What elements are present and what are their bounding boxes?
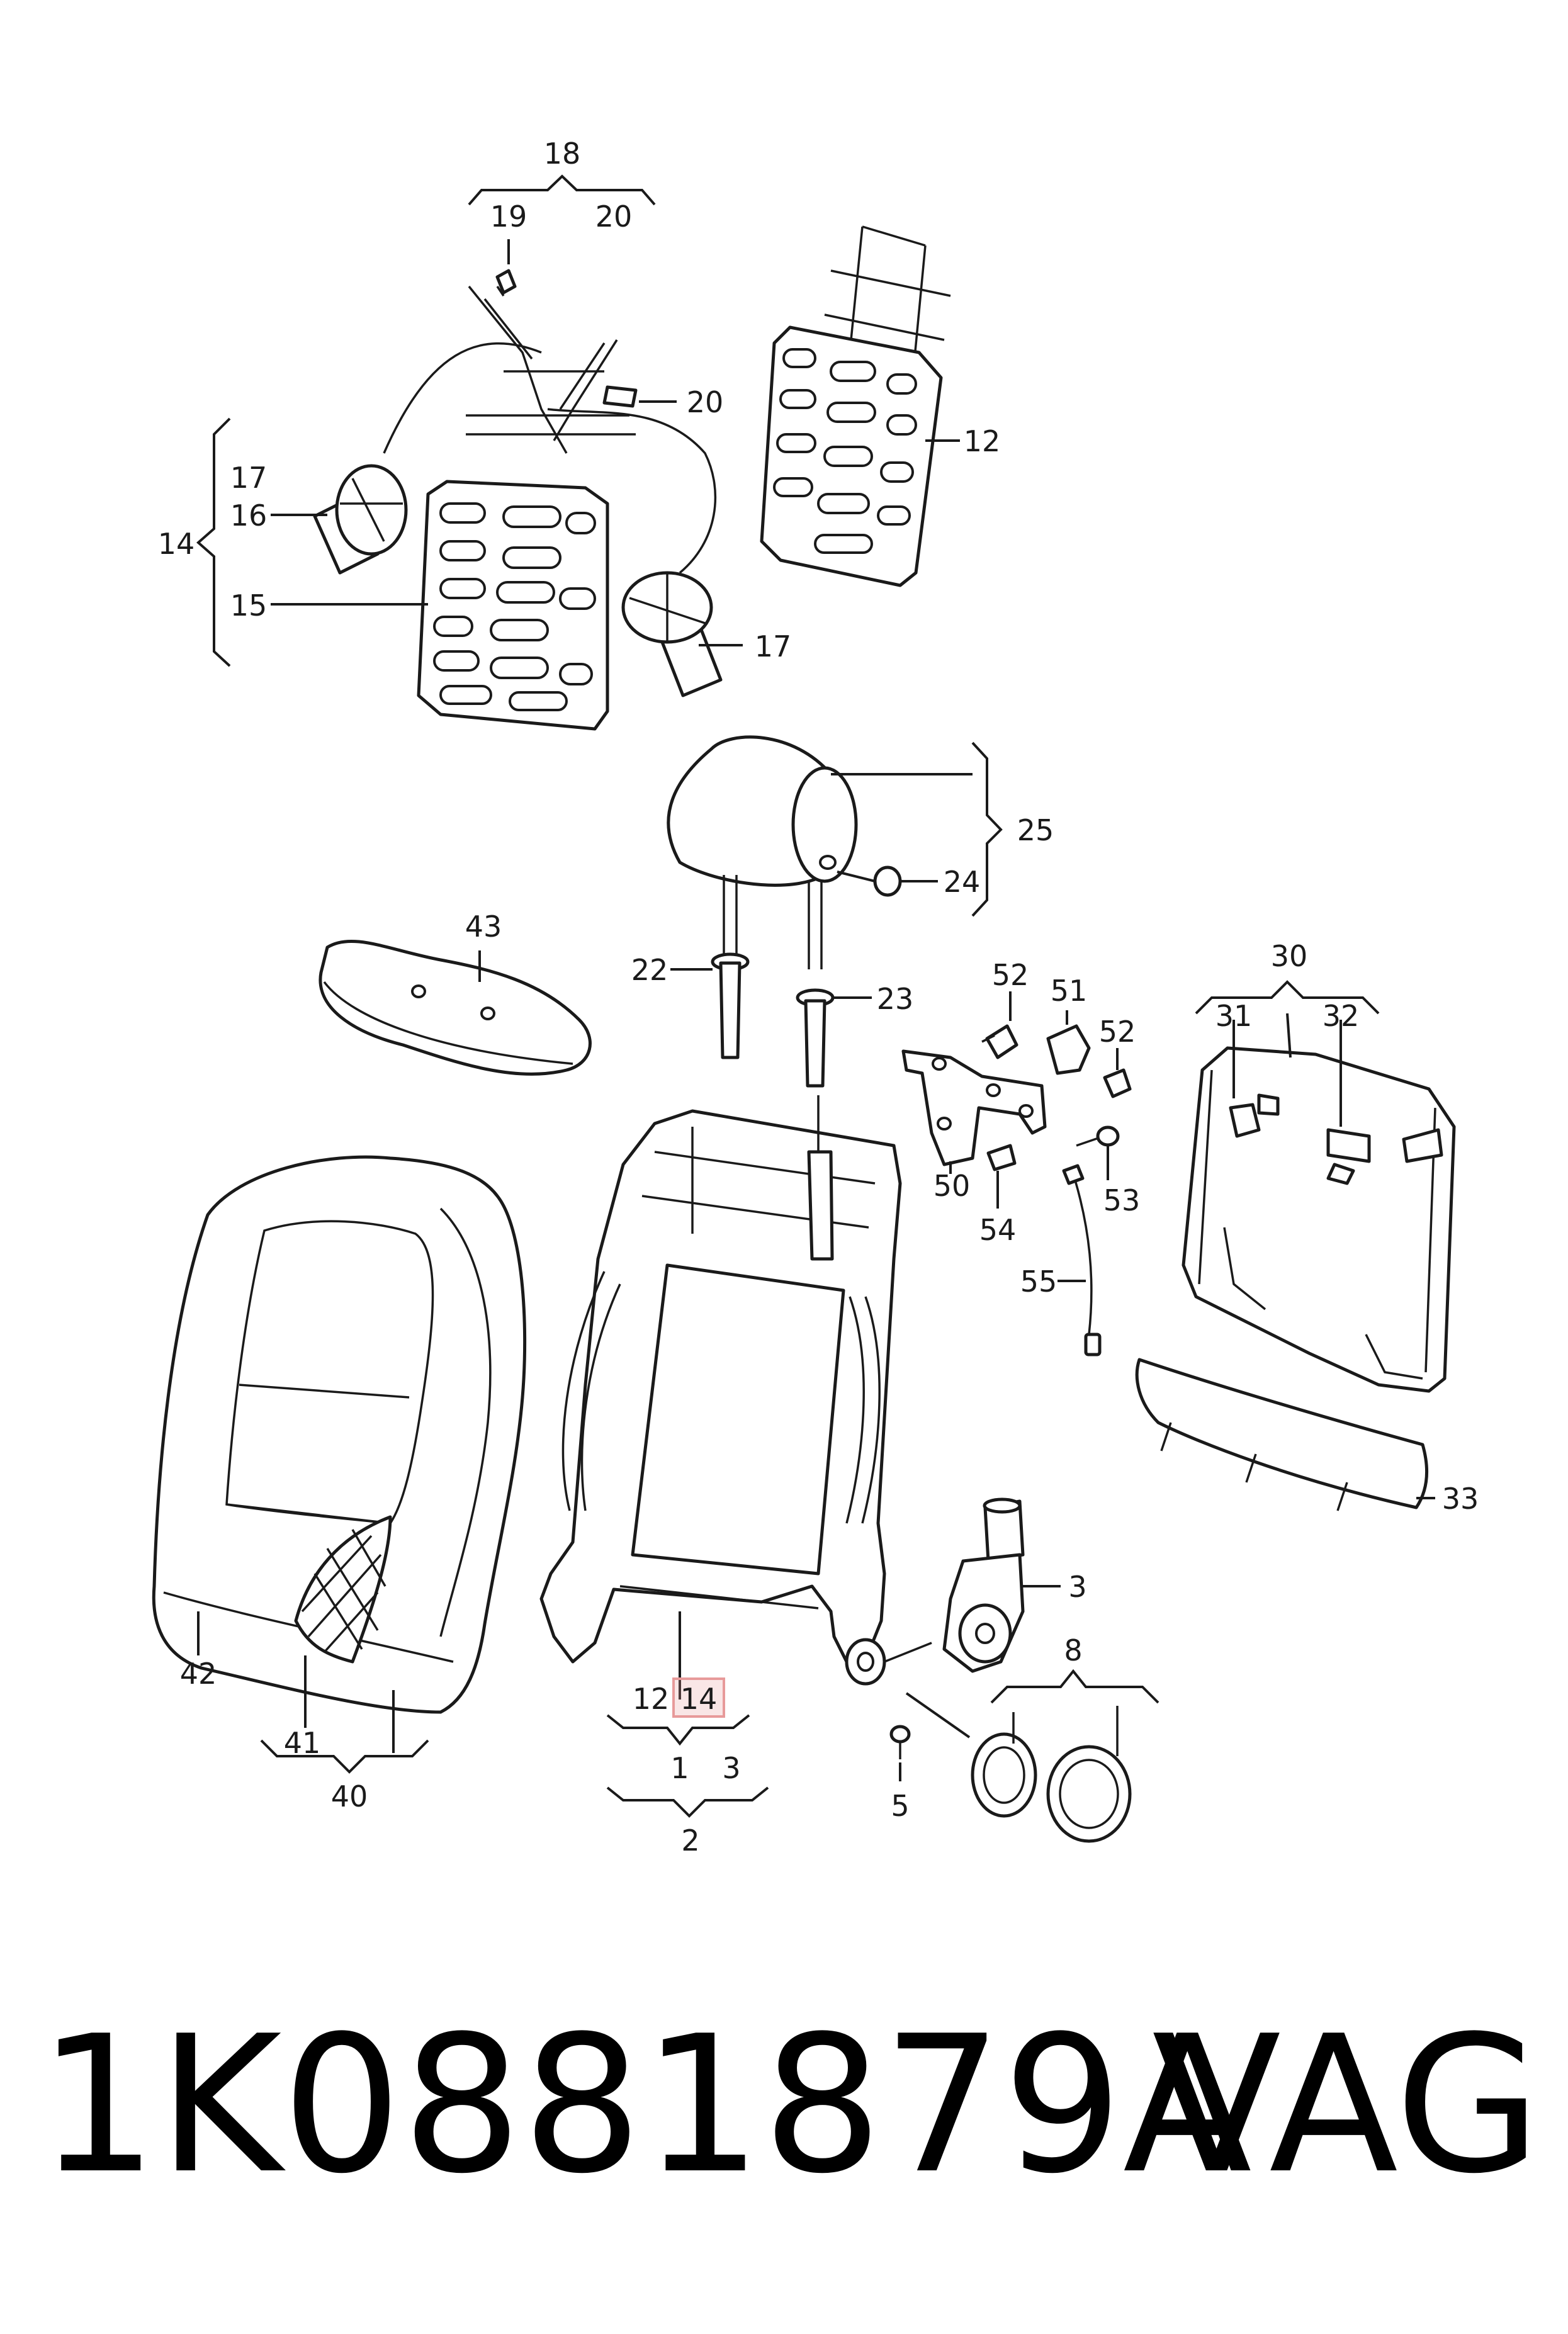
- callout-label: 52: [992, 958, 1029, 992]
- callout-label: 5: [891, 1789, 909, 1823]
- backrest-frame: [539, 1095, 971, 1818]
- callout-label: 12: [964, 424, 1001, 458]
- callout-label: 43: [465, 910, 502, 944]
- recliner-motor: [942, 1497, 1061, 1673]
- trim-strip: [1135, 1358, 1435, 1511]
- callout-label: 8: [1064, 1633, 1082, 1667]
- headrest-assembly: [667, 735, 1003, 969]
- callout-label: 25: [1017, 813, 1054, 847]
- callout-label: 40: [331, 1779, 368, 1813]
- footer: 1K0881879A VAG: [0, 2011, 1568, 2275]
- callout-label: 3: [1068, 1570, 1086, 1604]
- callout-label: 22: [631, 953, 668, 987]
- callout-label: 55: [1020, 1265, 1058, 1299]
- side-pad: [319, 939, 592, 1076]
- callout-label: 51: [1051, 974, 1088, 1008]
- callout-label: 24: [944, 865, 981, 899]
- backrest-cover: [152, 1155, 527, 1774]
- headrest-guides: [670, 952, 872, 1088]
- callout-label: 42: [180, 1657, 217, 1691]
- callout-label: 30: [1271, 939, 1308, 973]
- callout-label: 54: [979, 1213, 1017, 1247]
- callout-label: 3: [722, 1751, 740, 1785]
- callout-label: 14: [158, 527, 195, 561]
- lumbar-support-assembly: [196, 174, 743, 731]
- callout-labels: 18 19 20 20 17 16 14 15 17 12 25 24 43 2…: [158, 137, 1479, 1858]
- mounting-bracket-group: [901, 991, 1132, 1356]
- callout-label: 1: [670, 1751, 689, 1785]
- callout-label: 2: [681, 1824, 699, 1858]
- callout-label: 31: [1215, 999, 1253, 1033]
- callout-label: 41: [284, 1726, 321, 1760]
- callout-label: 17: [755, 629, 792, 663]
- brand-name: VAG: [1152, 1995, 1542, 2215]
- callout-label: 19: [490, 200, 527, 234]
- callout-label: 12: [633, 1682, 670, 1716]
- callout-label: 15: [230, 589, 268, 623]
- gear-set: [971, 1669, 1159, 1843]
- callout-label: 32: [1323, 999, 1360, 1033]
- callout-label: 16: [230, 499, 268, 533]
- highlighted-callout-box: [672, 1677, 725, 1718]
- callout-label: 23: [877, 982, 914, 1016]
- part-number: 1K0881879A: [38, 1995, 1252, 2215]
- callout-label: 53: [1103, 1183, 1141, 1217]
- callout-label: 14: [680, 1682, 718, 1716]
- callout-label: 20: [595, 200, 633, 234]
- callout-label: 17: [230, 461, 268, 495]
- callout-label: 50: [933, 1169, 971, 1203]
- callout-label: 52: [1099, 1015, 1136, 1049]
- backrest-mat: [760, 225, 960, 587]
- back-panel: [1182, 980, 1456, 1393]
- callout-label: 20: [687, 385, 724, 419]
- callout-label: 33: [1442, 1482, 1479, 1516]
- callout-label: 18: [544, 137, 581, 171]
